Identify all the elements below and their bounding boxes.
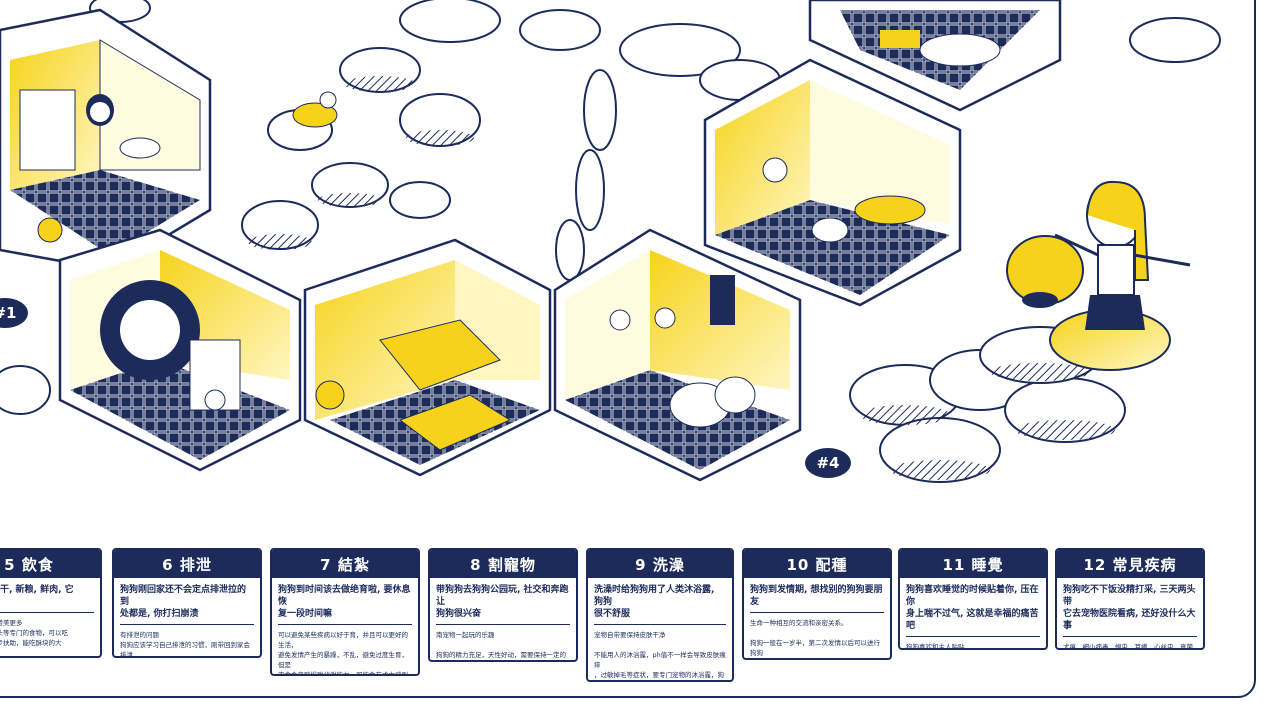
- info-card-walk: 8 割寵物 带狗狗去狗狗公园玩, 社交和奔跑让 狗狗很兴奋 南宠物一起玩的乐趣 …: [428, 548, 578, 662]
- info-card-diet: 5 飲食 了很多肉干, 新粮, 鲜肉, 它 狭 社人类往往赞美更多 ，冻干，罐头…: [0, 548, 102, 658]
- step-badge-1: #1: [0, 298, 28, 328]
- card-title: 5 飲食: [0, 550, 100, 578]
- card-lead: 狗狗刚回家还不会定点排泄拉的到 处都是, 你打扫崩溃: [120, 585, 247, 619]
- room-clinic-scanner: [58, 228, 302, 472]
- isometric-illustration: [0, 0, 1221, 483]
- card-title: 12 常見疾病: [1057, 550, 1203, 578]
- card-lead: 带狗狗去狗狗公园玩, 社交和奔跑让 狗狗很兴奋: [436, 585, 569, 619]
- card-body: 犬瘟，细小病毒，蛔虫，耳螨，心丝虫，真菌 感染，螨虫病等: [1063, 643, 1193, 650]
- room-bathroom: [703, 58, 962, 307]
- info-card-bath: 9 洗澡 洗澡时给狗狗用了人类沐浴露, 狗狗 很不舒服 宠物自带要保持皮肤干净 …: [586, 548, 734, 682]
- card-title: 11 睡覺: [900, 550, 1046, 578]
- info-card-breeding: 10 配種 狗狗到发情期, 想找别的狗狗要朋友 生命一种相互的交流和亲密关系。 …: [742, 548, 892, 660]
- card-body: 可以避免某些疾病以好于育，并且可以更好的生活， 避免发情产生的暴躁，不乱，避免过…: [278, 631, 408, 676]
- room-bedroom: [303, 238, 552, 477]
- card-lead: 狗狗吃不下饭没精打采, 三天两头带 它去宠物医院看病, 还好没什么大事: [1063, 585, 1196, 631]
- card-lead: 狗狗喜欢睡觉的时候贴着你, 压在你 身上喘不过气, 这就是幸福的痛苦吧: [906, 585, 1039, 631]
- card-body: 生命一种相互的交流和亲密关系。 狗狗一般在一岁半，第二次发情以后可以进行狗狗 配…: [750, 619, 880, 657]
- cloud-left-edge: [0, 365, 51, 415]
- card-title: 6 排泄: [114, 550, 260, 578]
- girl-riding-dog-character: [1006, 180, 1191, 371]
- card-lead: 洗澡时给狗狗用了人类沐浴露, 狗狗 很不舒服: [594, 585, 715, 619]
- divider: [1063, 636, 1197, 637]
- info-card-illness: 12 常見疾病 狗狗吃不下饭没精打采, 三天两头带 它去宠物医院看病, 还好没什…: [1055, 548, 1205, 650]
- page-frame: [0, 0, 1256, 698]
- info-card-sleep: 11 睡覺 狗狗喜欢睡觉的时候贴着你, 压在你 身上喘不过气, 这就是幸福的痛苦…: [898, 548, 1048, 650]
- card-title: 7 結紮: [272, 550, 418, 578]
- cloud-trail-left: [241, 0, 781, 281]
- cloud-hatch-shadows: [248, 76, 474, 250]
- card-lead: 了很多肉干, 新粮, 鲜肉, 它 狭: [0, 585, 74, 595]
- room-sleeping: [808, 0, 1062, 112]
- card-body: 南宠物一起玩的乐趣 狗狗的精力充足，天性好动，需要保持一定的运动 量，也要适当的…: [436, 631, 566, 659]
- card-lead: 狗狗到发情期, 想找别的狗狗要朋友: [750, 585, 883, 607]
- flying-kid-character: [292, 91, 338, 128]
- room-kitchen: [0, 8, 212, 272]
- card-title: 8 割寵物: [430, 550, 576, 578]
- card-title: 9 洗澡: [588, 550, 732, 578]
- divider: [906, 636, 1040, 637]
- card-title: 10 配種: [744, 550, 890, 578]
- divider: [278, 624, 412, 625]
- divider: [594, 624, 726, 625]
- info-card-toilet: 6 排泄 狗狗刚回家还不会定点排泄拉的到 处都是, 你打扫崩溃 有排泄的问题 狗…: [112, 548, 262, 658]
- divider: [0, 612, 94, 613]
- info-card-neuter: 7 結紮 狗狗到时间该去做绝育啦, 要休息恢 复一段时间嘛 可以避免某些疾病以好…: [270, 548, 420, 676]
- card-body: 宠物自带要保持皮肤干净 不能用人的沐浴露，ph值不一样会导致皮肤瘙痒 ，过敏掉毛…: [594, 631, 726, 679]
- card-body: 狗狗喜欢和主人贴贴 可能会在高温环境，也可能是很依恋主人。: [906, 643, 965, 650]
- card-body: 社人类往往赞美更多 ，冻干，罐头等专门的食物，可以吃 ，喜好是逐步扶助，能吃酥块…: [0, 619, 68, 647]
- divider: [750, 612, 884, 613]
- card-lead: 狗狗到时间该去做绝育啦, 要休息恢 复一段时间嘛: [278, 585, 411, 619]
- divider: [120, 624, 254, 625]
- card-body: 有排泄的问题 狗狗应该学习自己排泄的习惯，刚带回到家会排泄 在固定地方，建议了它…: [120, 631, 250, 658]
- room-playroom: [553, 228, 802, 482]
- divider: [436, 624, 570, 625]
- step-badge-4: #4: [805, 448, 851, 478]
